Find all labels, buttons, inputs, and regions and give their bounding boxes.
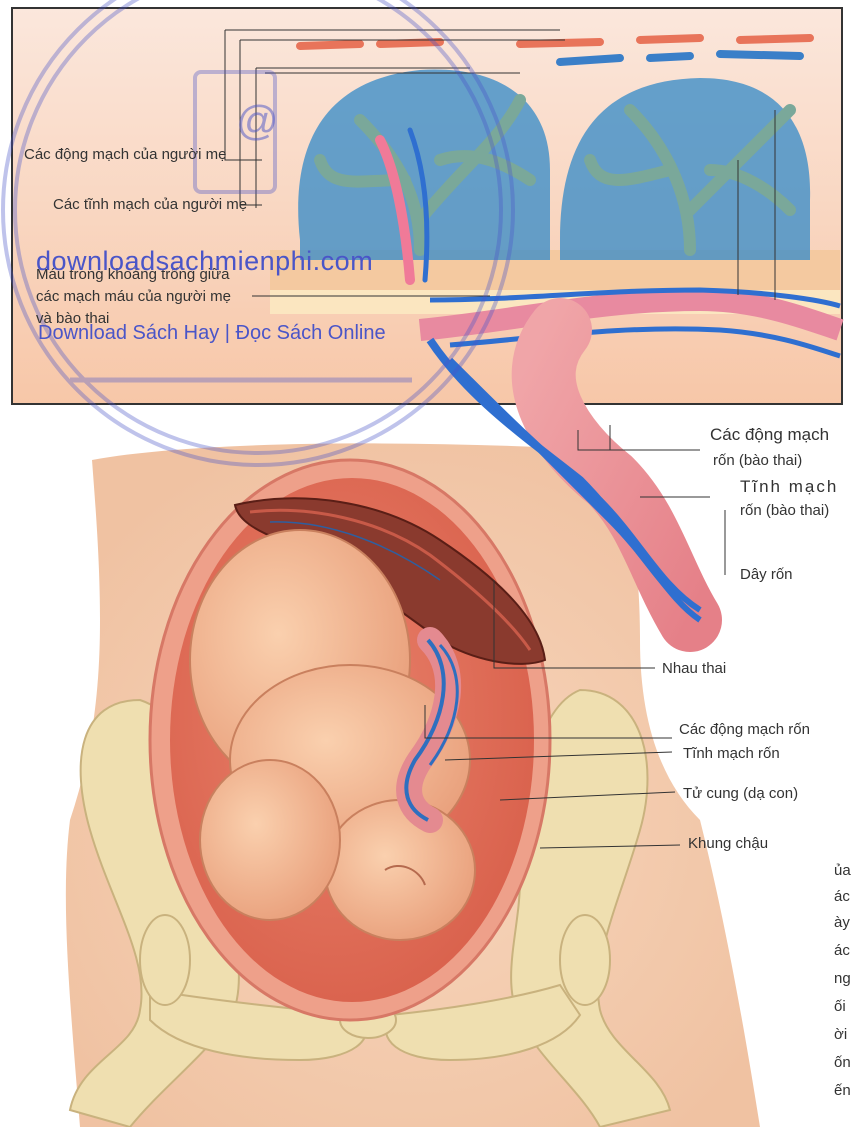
watermark-at-icon: @ [236,97,279,144]
label-umbilical-vein: Tĩnh mạch rốn [683,745,780,763]
label-umbilical-arteries: Các động mạch rốn [679,721,810,739]
edge-text-1: ủa [834,862,851,880]
watermark-tagline: Download Sách Hay | Đọc Sách Online [38,322,386,345]
label-umbilical-arteries-fetal-line1: Các động mạch [710,426,829,444]
label-umbilical-cord: Dây rốn [740,566,793,584]
label-intervillous-line2: các mạch máu của người mẹ [36,288,231,306]
edge-text-2: ác [834,888,850,906]
edge-text-6: ối [834,998,846,1016]
watermark-site: downloadsachmienphi.com [36,246,373,277]
label-umbilical-vein-fetal-line1: Tĩnh mạch [740,478,838,496]
edge-text-9: ến [834,1082,851,1100]
label-maternal-arteries: Các động mạch của người mẹ [24,146,226,164]
edge-text-3: ày [834,914,850,932]
label-placenta: Nhau thai [662,660,726,678]
label-pelvis: Khung chậu [688,835,768,853]
label-maternal-veins: Các tĩnh mạch của người mẹ [53,196,247,214]
edge-text-4: ác [834,942,850,960]
edge-text-7: ời [834,1026,847,1044]
label-umbilical-arteries-fetal-line2: rốn (bào thai) [713,452,802,470]
edge-text-5: ng [834,970,851,988]
label-uterus: Tử cung (dạ con) [683,785,798,803]
edge-text-8: ốn [834,1054,851,1072]
label-umbilical-vein-fetal-line2: rốn (bào thai) [740,502,829,520]
